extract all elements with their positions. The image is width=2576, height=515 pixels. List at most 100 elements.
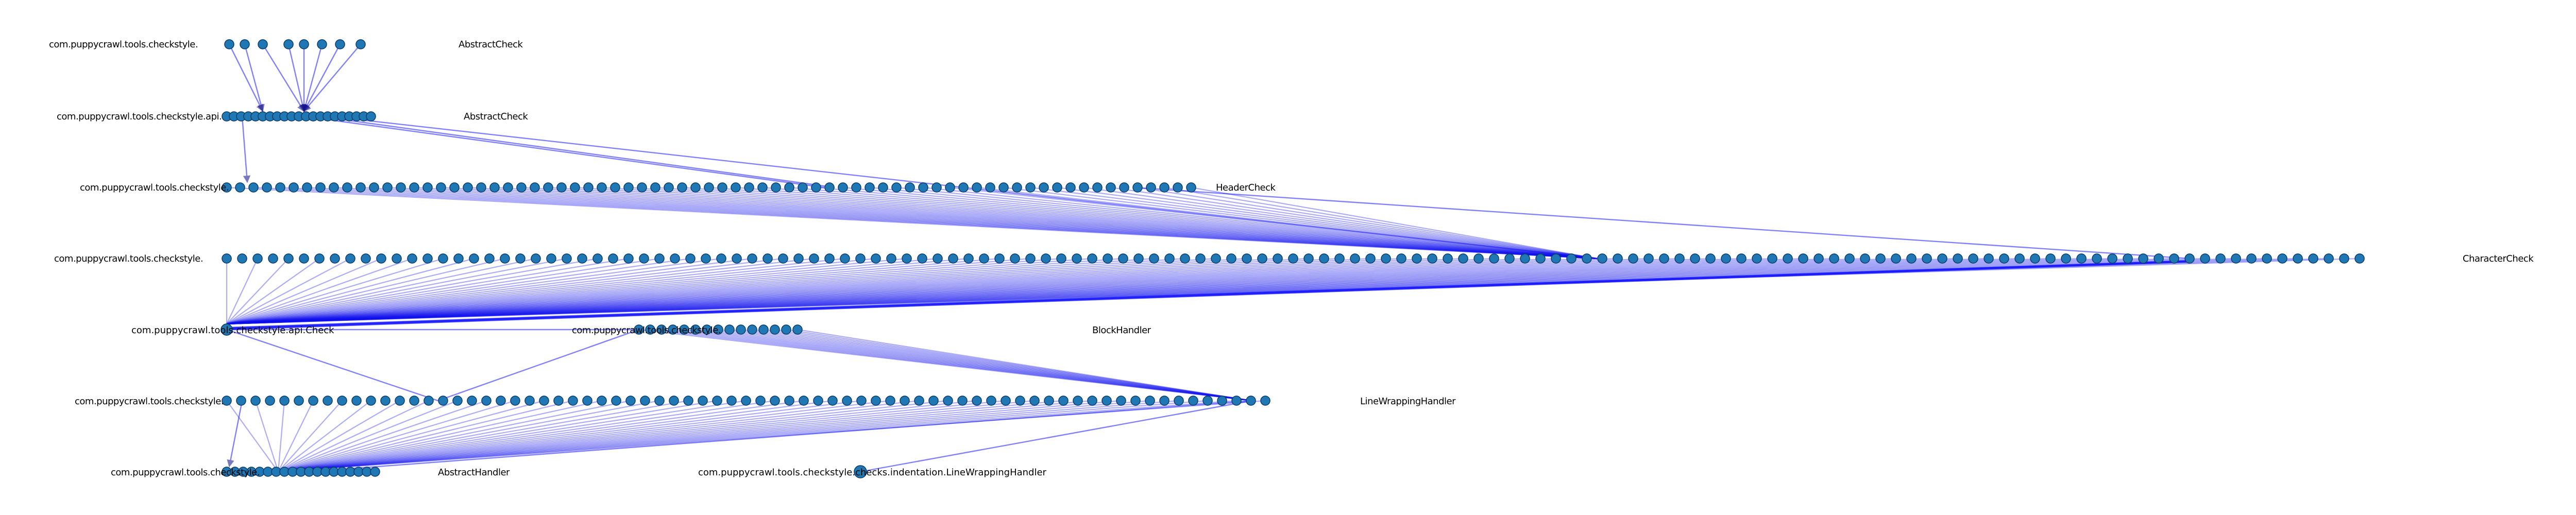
layer-4-node — [361, 253, 371, 264]
layer-3-node — [449, 182, 460, 193]
layer-4-node — [1798, 253, 1808, 264]
layer-4-node — [2076, 253, 2087, 264]
layer-3-node — [302, 182, 312, 193]
edge-l4-check — [226, 258, 2082, 325]
layer-4-node — [2092, 253, 2102, 264]
layer-4-node — [1041, 253, 1051, 264]
layer-6-node — [827, 396, 838, 406]
layer-4-label-left: com.puppycrawl.tools.checkstyle. — [54, 253, 203, 264]
layer-2-node — [366, 111, 376, 122]
edge-l4-check — [226, 258, 1804, 325]
layer-4-node — [407, 253, 417, 264]
layer-3-node — [382, 182, 393, 193]
layer-5-handler-node — [713, 324, 723, 335]
edge-l5-l6 — [695, 329, 1252, 402]
layer-4-node — [1195, 253, 1206, 264]
layer-6-node — [351, 396, 362, 406]
edge-l6-l7 — [278, 400, 948, 473]
labels-group: com.puppycrawl.tools.checkstyle. Abstrac… — [49, 39, 2534, 478]
layer-3-node — [1065, 182, 1076, 193]
layer-4-node — [469, 253, 479, 264]
edge-l6-l7 — [278, 400, 545, 473]
linewrapping-handler-node — [854, 465, 867, 478]
edge-l6-l7 — [278, 400, 660, 473]
edge-l3-l4 — [387, 186, 1598, 260]
edge-check-l6 — [226, 329, 438, 402]
layer-3-node — [235, 182, 245, 193]
edge-l4-check — [226, 258, 2236, 325]
layer-4-node — [2123, 253, 2133, 264]
layer-6-node — [784, 396, 794, 406]
layer-7-linewrapping-label: com.puppycrawl.tools.checkstyle.checks.i… — [698, 467, 1047, 478]
edge-l3-l4 — [1030, 186, 1598, 260]
layer-4-node — [1674, 253, 1685, 264]
layer-4-node — [1334, 253, 1345, 264]
layer-4-node — [1535, 253, 1546, 264]
layer-3-node — [838, 182, 848, 193]
layer-6-label-left: com.puppycrawl.tools.checkstyle. — [75, 396, 224, 407]
layer-3-node — [222, 182, 232, 193]
layer-3-node — [972, 182, 982, 193]
layer-5-handler-node — [770, 324, 780, 335]
edge-l1-l2 — [228, 44, 264, 112]
edge-l6-l7 — [277, 400, 285, 472]
edge-l6-l7 — [278, 400, 689, 473]
edge-l2-l3 — [303, 115, 825, 188]
layer-4-node — [1443, 253, 1453, 264]
edge-l6-l7 — [278, 400, 977, 473]
layer-4-node — [701, 253, 711, 264]
layer-4-node — [1381, 253, 1391, 264]
layer-3-node — [422, 182, 433, 193]
layer-6-node — [914, 396, 924, 406]
layer-4-node — [515, 253, 526, 264]
layer-3-node — [610, 182, 620, 193]
edge-l3-l4 — [467, 186, 1598, 260]
layer-6-node — [698, 396, 708, 406]
layer-6-node — [856, 396, 867, 406]
edge-l2-l3 — [241, 116, 251, 183]
layer-1-node — [224, 39, 234, 49]
edge-l4-check — [226, 258, 474, 325]
layer-4-node — [222, 253, 232, 264]
edge-l2-l3 — [319, 115, 835, 188]
layer-6-node — [1130, 396, 1141, 406]
layer-1-label-right: AbstractCheck — [459, 39, 523, 50]
layer-4-node — [299, 253, 309, 264]
edge-l6-l7 — [278, 400, 1150, 473]
edge-l6-l7 — [278, 400, 1006, 473]
edge-l4-check — [226, 258, 845, 325]
layer-4-node — [1968, 253, 1978, 264]
layer-4-node — [1551, 253, 1561, 264]
layer-3-node — [1186, 182, 1196, 193]
layer-4-node — [2277, 253, 2287, 264]
edge-l3-l4 — [1191, 186, 1598, 260]
layer-3-node — [489, 182, 500, 193]
layer-4-node — [1025, 253, 1036, 264]
layer-3-node — [530, 182, 540, 193]
edge-l5-l6 — [706, 329, 1252, 402]
layer-3-node — [1092, 182, 1103, 193]
layer-4-node — [1643, 253, 1654, 264]
layer-6-node — [409, 396, 419, 406]
edge-l6-l7 — [278, 400, 747, 473]
layer-4-node — [1396, 253, 1406, 264]
layer-3-node — [556, 182, 567, 193]
layer-4-node — [562, 253, 572, 264]
layer-3-node — [1159, 182, 1170, 193]
layer-3-node — [1106, 182, 1116, 193]
layer-4-node — [422, 253, 433, 264]
edge-l4-check — [226, 258, 382, 325]
layer-6-node — [250, 396, 261, 406]
layer-6-node — [669, 396, 679, 406]
layer-4-node — [531, 253, 541, 264]
edge-l4-check — [226, 258, 1866, 325]
edge-l4-check — [226, 258, 505, 325]
edge-l4-check — [226, 258, 1247, 325]
layer-4-node — [917, 253, 927, 264]
edge-l4-check — [226, 258, 1340, 325]
edge-l4-check — [226, 258, 2113, 325]
layer-4-node — [1922, 253, 1932, 264]
layer-4-node — [438, 253, 448, 264]
layer-6-node — [1246, 396, 1256, 406]
edge-l3-l4 — [789, 186, 1598, 260]
